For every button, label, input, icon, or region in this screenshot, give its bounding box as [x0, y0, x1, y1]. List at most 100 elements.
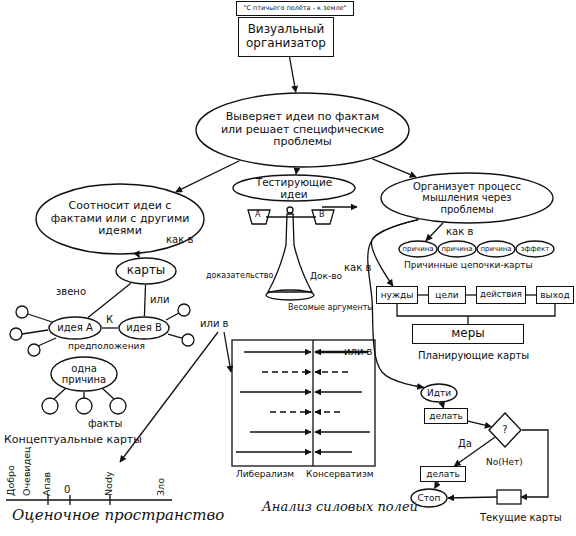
- concept-box: делать: [420, 466, 466, 482]
- force-arrow: [240, 391, 311, 392]
- fact-line: [102, 388, 114, 399]
- connector: [176, 161, 240, 192]
- node-text: Выверяет идеи по фактам или решает специ…: [214, 111, 390, 149]
- force-arrow: [262, 371, 311, 372]
- connector: [435, 482, 439, 488]
- annotation: А: [255, 211, 260, 220]
- fact-line: [83, 392, 84, 398]
- connector: [468, 421, 491, 426]
- scale-axis: [6, 499, 172, 500]
- fact-line: [54, 388, 66, 399]
- connector: [442, 403, 444, 408]
- node-text: Тестирующие идеи: [243, 176, 345, 200]
- ellipse-outline: [438, 241, 476, 257]
- diamond-outline: [489, 413, 521, 447]
- spoke-circle: [178, 304, 190, 316]
- connector: [368, 220, 424, 388]
- flow-line: [521, 430, 548, 497]
- ellipse-outline: [51, 357, 117, 391]
- force-field-divider: [312, 340, 313, 466]
- node-text: Стоп: [418, 493, 441, 503]
- annotation: Причинные цепочки-карты: [404, 261, 533, 271]
- force-arrow: [250, 431, 311, 432]
- force-arrow: [270, 411, 311, 412]
- node-text: причина: [441, 245, 472, 253]
- connector: [88, 283, 131, 317]
- annotation: В: [319, 211, 325, 220]
- annotation: Очевидец: [22, 446, 32, 496]
- node-text: нужды: [381, 290, 414, 300]
- concept-ellipse: идея В: [118, 316, 170, 340]
- spoke-line: [168, 334, 182, 338]
- connector-label: К: [106, 314, 113, 325]
- connector: [526, 294, 536, 295]
- ellipse-outline: [233, 175, 355, 201]
- force-arrow: [244, 351, 311, 352]
- connector: [144, 285, 145, 316]
- spoke-line: [28, 314, 52, 322]
- force-arrow: [315, 451, 352, 452]
- node-text: Организует процесс мышления через пробле…: [396, 181, 539, 216]
- concept-ellipse: Идти: [420, 383, 458, 403]
- concept-box: цели: [428, 286, 466, 304]
- annotation: Добро: [6, 465, 16, 496]
- annotation: Анализ силовых полей: [262, 500, 418, 514]
- scale-tick: [69, 495, 70, 505]
- fact-circle: [110, 398, 126, 414]
- flow-line: [448, 497, 497, 498]
- force-field-frame: [232, 340, 375, 466]
- concept-ellipse: причина: [437, 240, 477, 258]
- spoke-line: [22, 330, 48, 334]
- concept-box: выход: [536, 286, 574, 304]
- node-text: делать: [429, 411, 463, 421]
- ellipse-outline: [49, 317, 101, 339]
- spoke-circle: [10, 328, 22, 340]
- connector-label: как в: [344, 262, 371, 273]
- spoke-circle: [182, 334, 194, 346]
- concept-ellipse: идея А: [48, 316, 102, 340]
- balance-base: [266, 290, 314, 300]
- annotation: доказательство: [206, 272, 273, 281]
- concept-box: делать: [424, 408, 468, 424]
- annotation: Консерватизм: [306, 470, 373, 480]
- flow-box: [497, 490, 521, 504]
- annotation: 0: [64, 484, 70, 495]
- balance-beam: [266, 216, 316, 217]
- planning-bracket: [397, 304, 555, 324]
- annotation: Апав: [42, 472, 52, 496]
- node-text: "С птичьего полёта - к земле": [243, 5, 346, 12]
- ellipse-outline: [116, 258, 176, 284]
- connector: [102, 327, 118, 328]
- annotation: или в: [200, 318, 228, 329]
- annotation: Nody: [104, 471, 114, 496]
- annotation: предположения: [68, 342, 145, 352]
- balance-post: [268, 214, 312, 292]
- force-arrow: [236, 451, 311, 452]
- concept-ellipse: Выверяет идеи по фактам или решает специ…: [195, 92, 410, 168]
- concept-box: действия: [476, 286, 526, 304]
- ellipse-outline: [399, 241, 437, 257]
- annotation: Зло: [156, 478, 166, 496]
- ellipse-outline: [477, 241, 515, 257]
- connector: [295, 168, 297, 174]
- connector: [418, 294, 428, 295]
- concept-ellipse: причина: [476, 240, 516, 258]
- annotation: No(Нет): [486, 458, 523, 468]
- ellipse-outline: [119, 317, 169, 339]
- concept-box: нужды: [376, 286, 418, 304]
- force-arrow: [315, 391, 362, 392]
- force-arrow: [315, 371, 348, 372]
- concept-box: меры: [412, 324, 524, 344]
- node-text: Визуальный организатор: [240, 23, 332, 51]
- node-text: карты: [127, 264, 166, 278]
- connector: [426, 223, 443, 241]
- concept-ellipse: Тестирующие идеи: [232, 174, 356, 202]
- ellipse-outline: [36, 184, 204, 254]
- node-text: меры: [451, 327, 485, 341]
- node-text: цели: [435, 290, 458, 300]
- node-text: делать: [426, 469, 460, 479]
- node-text: ?: [502, 424, 507, 436]
- connector-label: или: [150, 294, 169, 305]
- annotation: факты: [88, 418, 122, 429]
